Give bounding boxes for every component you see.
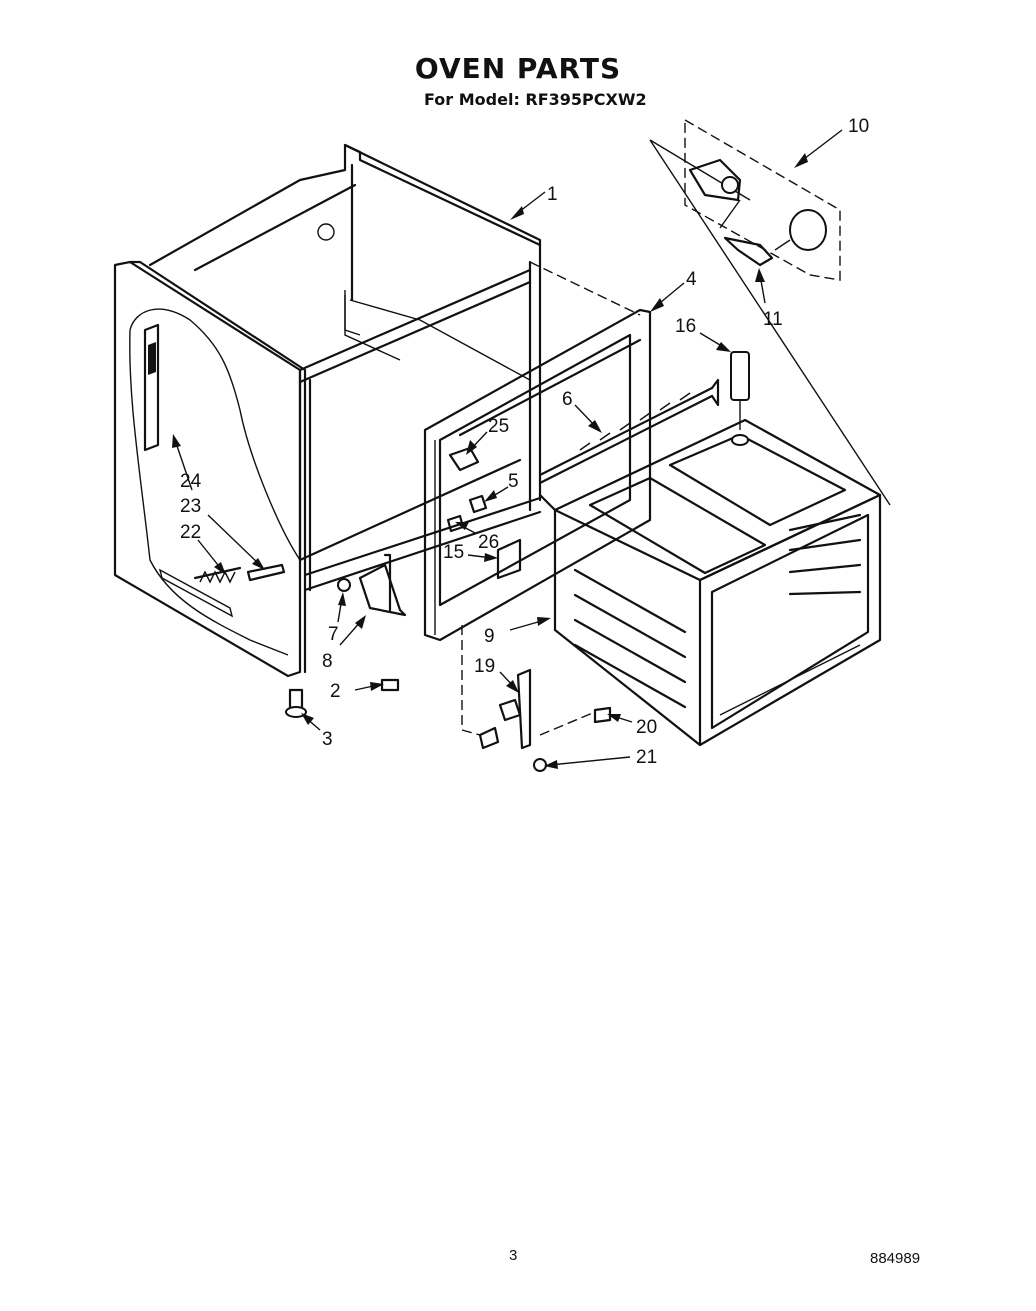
page-title: OVEN PARTS <box>414 52 622 85</box>
callout-21: 21 <box>636 747 657 768</box>
callout-15: 15 <box>443 542 464 563</box>
sensor-tube <box>730 351 750 446</box>
ignitor-inset <box>649 118 891 506</box>
callout-5: 5 <box>508 471 519 492</box>
burner-tube <box>538 378 720 485</box>
callout-22: 22 <box>180 522 201 543</box>
page-number: 3 <box>509 1247 518 1264</box>
callout-11: 11 <box>763 309 783 330</box>
callout-26: 26 <box>478 532 499 553</box>
callout-3: 3 <box>322 729 333 750</box>
callout-6: 6 <box>562 389 573 410</box>
leader-lines <box>172 129 843 769</box>
callout-19: 19 <box>474 656 495 677</box>
document-code: 884989 <box>870 1250 921 1267</box>
oven-chassis <box>148 143 542 592</box>
callout-24: 24 <box>180 471 202 492</box>
callout-20: 20 <box>636 717 657 738</box>
callout-25: 25 <box>488 416 509 437</box>
callout-10: 10 <box>848 116 869 137</box>
callout-7: 7 <box>328 624 339 645</box>
front-frame <box>423 261 652 642</box>
callout-1: 1 <box>547 184 558 205</box>
callout-16: 16 <box>675 316 696 337</box>
callout-23: 23 <box>180 496 201 517</box>
small-parts <box>193 446 612 772</box>
callout-9: 9 <box>484 626 495 647</box>
part-callouts: 1 2 3 4 5 6 7 8 9 10 11 15 16 19 20 21 2… <box>180 116 869 768</box>
callout-4: 4 <box>686 269 697 290</box>
callout-8: 8 <box>322 651 333 672</box>
oven-liner <box>538 418 882 747</box>
side-panel <box>113 260 307 678</box>
callout-2: 2 <box>330 681 341 702</box>
model-subtitle: For Model: RF395PCXW2 <box>424 90 647 109</box>
